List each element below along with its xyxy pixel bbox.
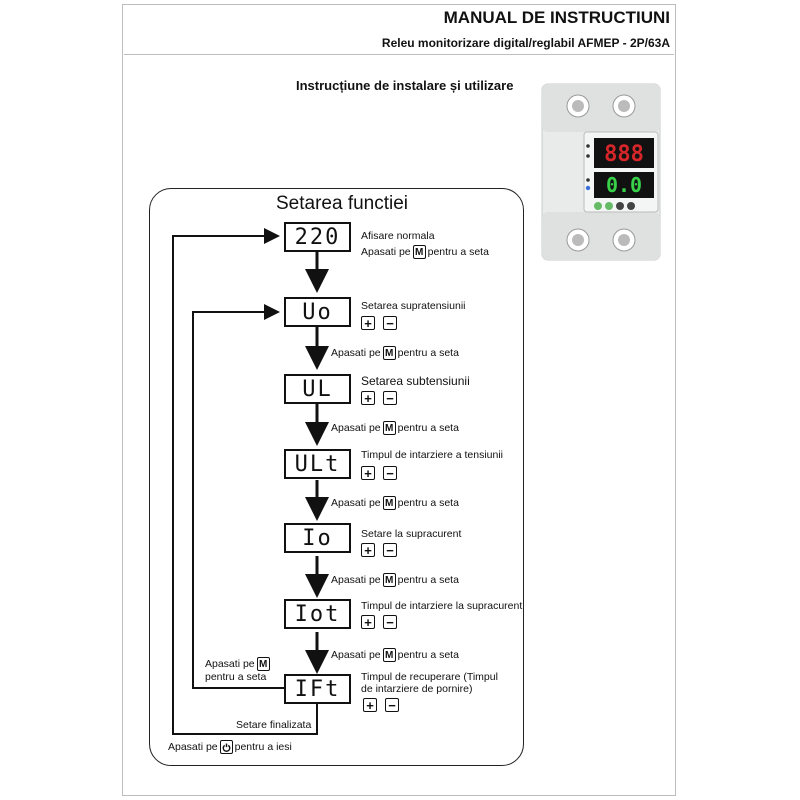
step-desc-overvoltage: Setarea supratensiunii: [361, 300, 466, 312]
press-m-instruction: Apasati pe M pentru a seta: [361, 245, 489, 259]
minus-key-icon: −: [383, 615, 397, 629]
minus-key-icon: −: [383, 466, 397, 480]
minus-key-icon: −: [385, 698, 399, 712]
power-button-icon: [219, 740, 233, 754]
press-m-instruction: Apasati pe M pentru a seta: [331, 573, 459, 587]
device-button: [627, 202, 635, 210]
lcd-display-uo: Uo: [284, 297, 351, 327]
m-key-icon: M: [382, 573, 396, 587]
plus-minus-keys: + −: [361, 391, 397, 405]
lcd-display-220: 220: [284, 222, 351, 252]
m-key-icon: M: [382, 648, 396, 662]
minus-key-icon: −: [383, 391, 397, 405]
step-desc-normal: Afisare normala: [361, 230, 435, 242]
step-desc-voltage-delay: Timpul de intarziere a tensiunii: [361, 449, 504, 461]
lcd-display-iot: Iot: [284, 599, 351, 629]
m-key-icon: M: [382, 421, 396, 435]
loop-back-instruction: Apasati pe M: [205, 657, 272, 671]
device-button: [594, 202, 602, 210]
press-m-instruction: Apasati pe M pentru a seta: [331, 496, 459, 510]
step-desc-recovery-time-line2: de intarziere de pornire): [361, 683, 473, 695]
function-setting-box: [149, 188, 524, 766]
m-key-icon: M: [412, 245, 426, 259]
step-desc-recovery-time: Timpul de recuperare (Timpul: [361, 671, 498, 683]
device-button: [605, 202, 613, 210]
press-m-instruction: Apasati pe M pentru a seta: [331, 346, 459, 360]
plus-key-icon: +: [361, 316, 375, 330]
minus-key-icon: −: [383, 543, 397, 557]
device-voltage-display: 888: [604, 142, 644, 167]
m-key-icon: M: [256, 657, 270, 671]
document-page: [122, 4, 676, 796]
plus-key-icon: +: [363, 698, 377, 712]
lcd-display-io: Io: [284, 523, 351, 553]
loop-back-instruction-line2: pentru a seta: [205, 671, 267, 683]
press-m-instruction: Apasati pe M pentru a seta: [331, 421, 459, 435]
install-heading: Instrucțiune de instalare și utilizare: [296, 78, 514, 93]
device-button: [616, 202, 624, 210]
step-desc-overcurrent-delay: Timpul de intarziere la supracurent: [361, 600, 523, 612]
plus-minus-keys: + −: [361, 543, 397, 557]
lcd-display-ul: UL: [284, 374, 351, 404]
plus-minus-keys: + −: [361, 615, 397, 629]
plus-key-icon: +: [361, 466, 375, 480]
minus-key-icon: −: [383, 316, 397, 330]
plus-key-icon: +: [361, 391, 375, 405]
manual-subtitle: Releu monitorizare digital/reglabil AFME…: [381, 36, 670, 50]
function-setting-title: Setarea functiei: [276, 193, 409, 214]
m-key-icon: M: [382, 346, 396, 360]
step-desc-overcurrent: Setare la supracurent: [361, 528, 462, 540]
plus-key-icon: +: [361, 615, 375, 629]
press-m-instruction: Apasati pe M pentru a seta: [331, 648, 459, 662]
manual-title: MANUAL DE INSTRUCTIUNI: [443, 8, 670, 27]
plus-minus-keys: + −: [361, 316, 397, 330]
plus-minus-keys: + −: [363, 698, 399, 712]
plus-key-icon: +: [361, 543, 375, 557]
relay-device-image: 888 0.0: [541, 83, 661, 261]
step-desc-undervoltage: Setarea subtensiunii: [361, 374, 470, 388]
setting-finished-label: Setare finalizata: [236, 719, 312, 731]
plus-minus-keys: + −: [361, 466, 397, 480]
device-current-display: 0.0: [606, 173, 642, 197]
exit-instruction: Apasati pe pentru a iesi: [168, 740, 292, 754]
lcd-display-ift: IFt: [284, 674, 351, 704]
m-key-icon: M: [382, 496, 396, 510]
lcd-display-ult: ULt: [284, 449, 351, 479]
header-divider: [124, 54, 674, 55]
